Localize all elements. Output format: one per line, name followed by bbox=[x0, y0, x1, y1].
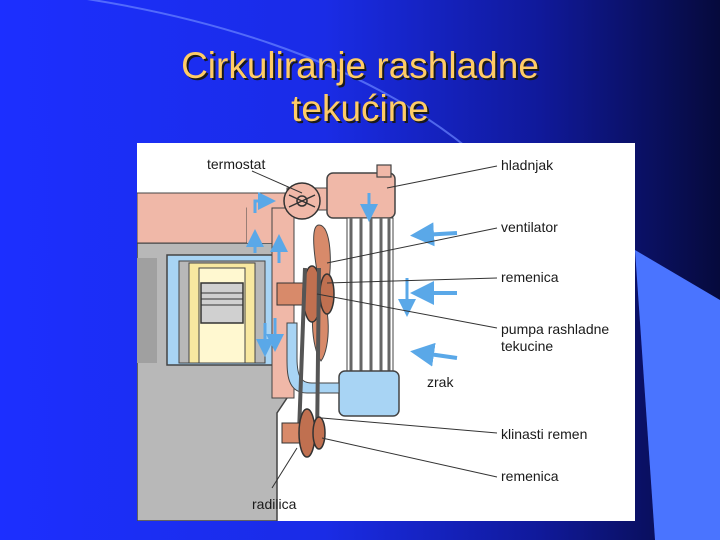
crank-pulley bbox=[281, 408, 326, 458]
radiator bbox=[326, 164, 400, 417]
label-hladnjak: hladnjak bbox=[501, 157, 554, 173]
label-pumpa-line1: pumpa rashladne bbox=[501, 321, 609, 337]
cold-pipe bbox=[286, 322, 340, 394]
title-line-2: tekućine bbox=[291, 88, 429, 129]
label-ventilator: ventilator bbox=[501, 219, 558, 235]
cooling-diagram: termostat hladnjak ventilator remenica p… bbox=[137, 143, 635, 521]
piston bbox=[200, 282, 244, 324]
label-remenica-top: remenica bbox=[501, 269, 559, 285]
v-belt bbox=[297, 267, 321, 444]
label-termostat: termostat bbox=[207, 156, 265, 172]
air-arrows bbox=[410, 222, 458, 367]
label-pumpa-line2: tekucine bbox=[501, 338, 553, 354]
flow-arrows bbox=[246, 192, 416, 357]
label-radilica: radilica bbox=[252, 496, 297, 512]
label-zrak: zrak bbox=[427, 374, 454, 390]
slide-title: Cirkuliranje rashladne tekućine bbox=[100, 44, 620, 130]
leader-lines bbox=[251, 165, 498, 489]
thermostat bbox=[283, 182, 321, 220]
label-remenica-bottom: remenica bbox=[501, 468, 559, 484]
water-pump bbox=[276, 265, 335, 323]
label-klinasti-remen: klinasti remen bbox=[501, 426, 587, 442]
title-line-1: Cirkuliranje rashladne bbox=[181, 45, 539, 86]
